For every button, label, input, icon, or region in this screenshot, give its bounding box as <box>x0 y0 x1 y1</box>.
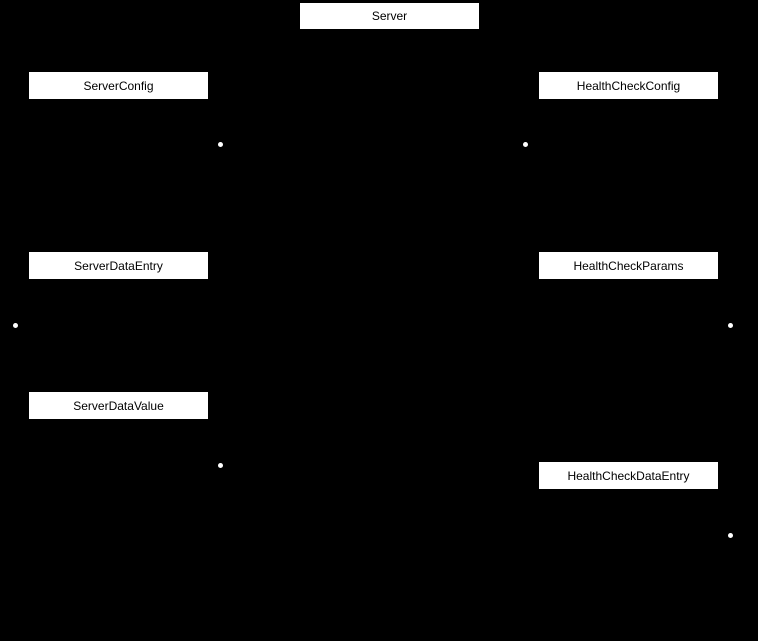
edge-endpoint-dot <box>523 142 528 147</box>
node-server-config: ServerConfig <box>29 72 208 99</box>
node-health-check-params-label: HealthCheckParams <box>573 258 684 273</box>
node-server-data-entry: ServerDataEntry <box>29 252 208 279</box>
edge-endpoint-dot <box>13 323 18 328</box>
node-server-data-entry-label: ServerDataEntry <box>74 258 163 273</box>
node-health-check-config-label: HealthCheckConfig <box>576 78 681 93</box>
node-health-check-params: HealthCheckParams <box>539 252 718 279</box>
node-health-check-data-entry: HealthCheckDataEntry <box>539 462 718 489</box>
node-health-check-data-entry-label: HealthCheckDataEntry <box>567 468 690 483</box>
node-server-data-value: ServerDataValue <box>29 392 208 419</box>
edge-endpoint-dot <box>218 463 223 468</box>
edge-endpoint-dot <box>728 323 733 328</box>
edge-endpoint-dot <box>728 533 733 538</box>
node-health-check-config: HealthCheckConfig <box>539 72 718 99</box>
edge-endpoint-dot <box>218 142 223 147</box>
node-server-data-value-label: ServerDataValue <box>73 398 164 413</box>
node-server: Server <box>300 3 479 29</box>
node-server-config-label: ServerConfig <box>83 78 154 93</box>
node-server-label: Server <box>371 9 408 23</box>
